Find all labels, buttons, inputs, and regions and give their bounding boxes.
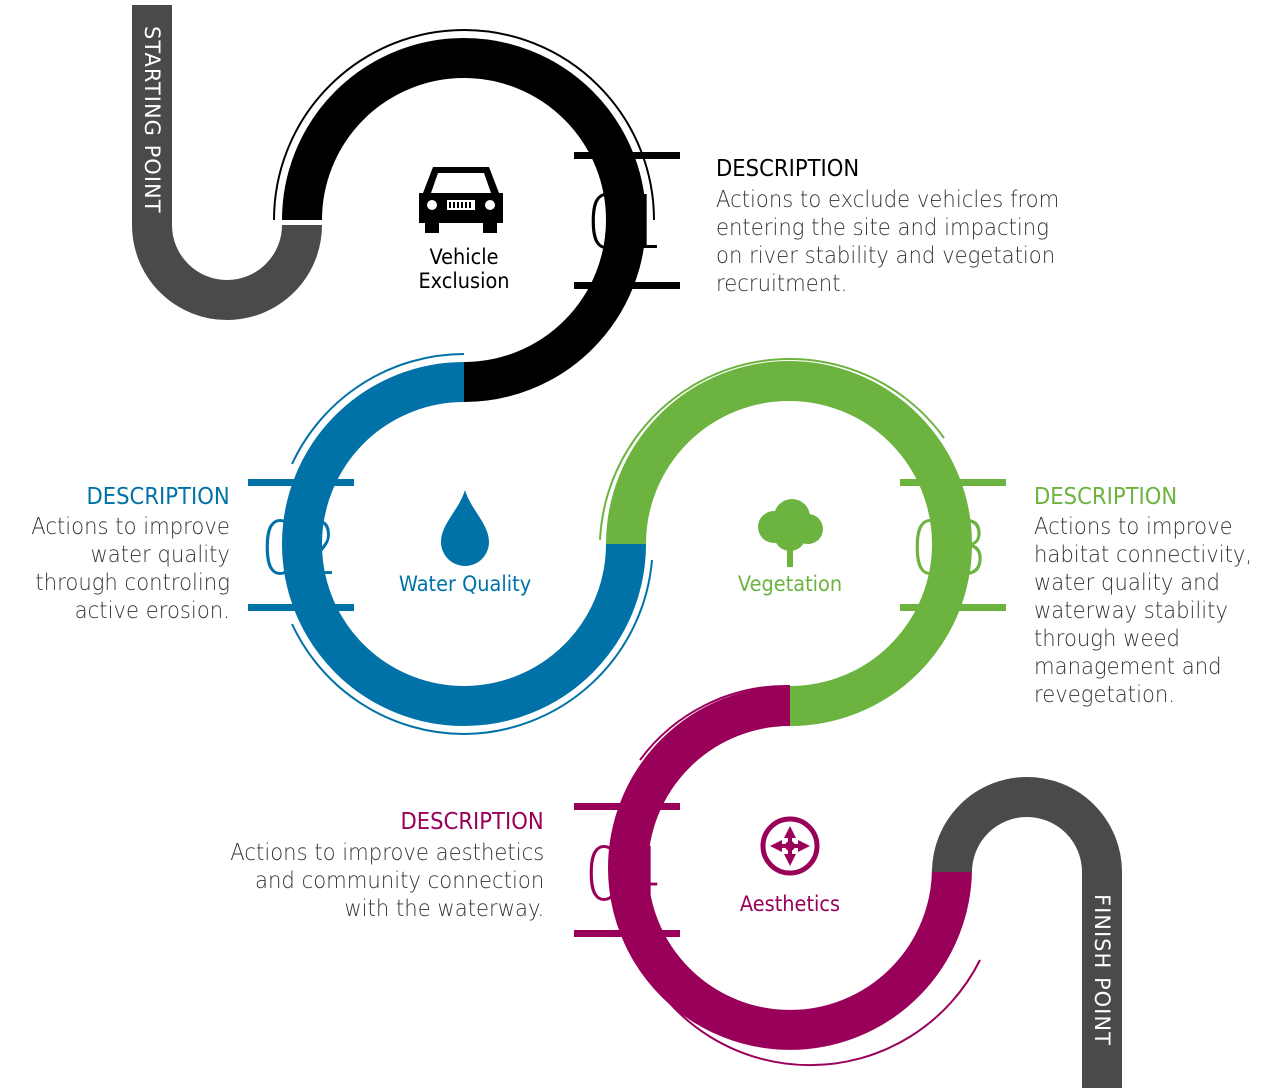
description-line: with the waterway.	[344, 896, 544, 922]
step-02-label: Water Quality	[398, 572, 532, 596]
description-line: entering the site and impacting	[716, 215, 1049, 241]
description-line: recruitment.	[716, 271, 848, 297]
description-line: water quality	[90, 542, 230, 568]
step-03-label: Vegetation	[737, 572, 843, 596]
step-02-description: Actions to improve water quality through…	[31, 513, 230, 625]
step-04-number: 04	[584, 832, 662, 918]
step-01-label-line1: Vehicle	[429, 245, 499, 269]
car-icon	[419, 167, 503, 233]
description-line: Actions to improve	[1034, 514, 1233, 540]
step-01-description: Actions to exclude vehicles from enterin…	[716, 186, 1059, 298]
description-line: habitat connectivity,	[1034, 542, 1253, 568]
description-line: and community connection	[254, 868, 544, 894]
step-04-arc	[574, 684, 981, 1067]
description-line: Actions to improve	[31, 514, 230, 540]
water-drop-icon	[441, 490, 489, 566]
description-line: revegetation.	[1034, 682, 1176, 708]
step-02-number: 02	[260, 506, 338, 592]
step-01-arc	[273, 29, 680, 402]
step-04-description: Actions to improve aesthetics and commun…	[230, 839, 544, 923]
finish-label: FINISH POINT	[1090, 894, 1114, 1046]
step-03-description: Actions to improve habitat connectivity,…	[1034, 513, 1252, 709]
description-line: on river stability and vegetation	[716, 243, 1056, 269]
finish-road-segment	[932, 777, 1122, 1088]
description-line: Actions to exclude vehicles from	[716, 187, 1060, 213]
tree-icon	[758, 499, 823, 567]
description-line: water quality and	[1034, 570, 1220, 596]
description-line: active erosion.	[74, 598, 230, 624]
description-line: waterway stability	[1034, 598, 1228, 624]
description-line: management and	[1034, 654, 1222, 680]
step-01-label-line2: Exclusion	[418, 269, 510, 293]
step-01-number: 01	[586, 180, 664, 266]
description-line: through controling	[35, 570, 230, 596]
description-line: Actions to improve aesthetics	[230, 840, 544, 866]
compass-icon	[760, 816, 820, 876]
step-02-arc	[248, 353, 653, 735]
start-label: STARTING POINT	[140, 26, 164, 214]
start-road-segment	[132, 5, 322, 320]
description-line: through weed	[1034, 626, 1180, 652]
step-01-heading: DESCRIPTION	[716, 156, 860, 182]
step-03-number: 03	[910, 506, 988, 592]
step-04-heading: DESCRIPTION	[400, 809, 544, 835]
step-02-heading: DESCRIPTION	[86, 484, 230, 510]
step-03-arc	[599, 358, 1006, 726]
step-04-label: Aesthetics	[739, 892, 841, 916]
step-03-heading: DESCRIPTION	[1034, 484, 1178, 510]
step-01-label: Vehicle Exclusion	[409, 245, 519, 293]
